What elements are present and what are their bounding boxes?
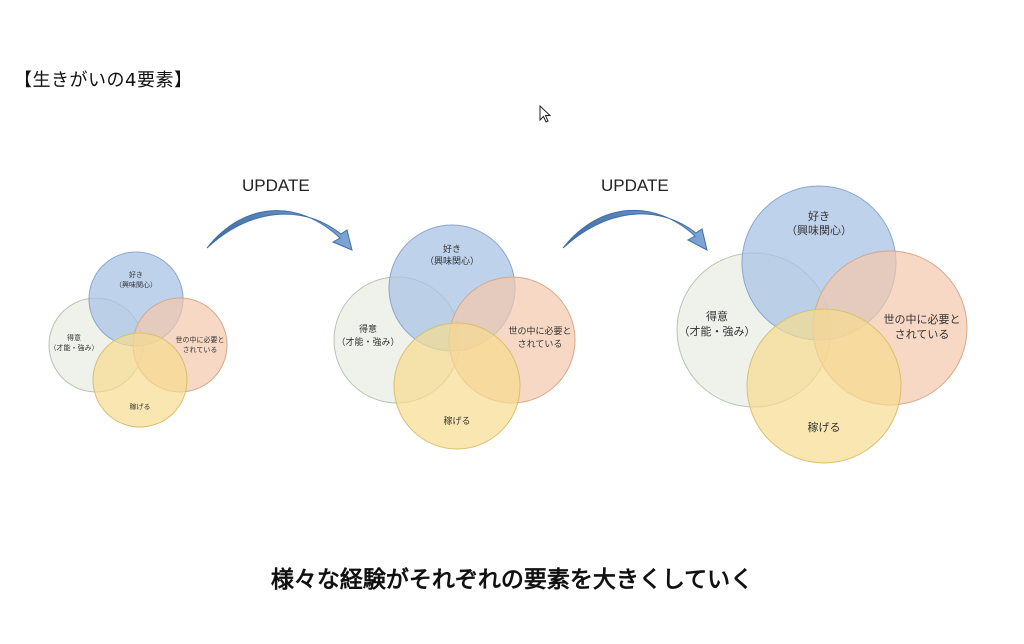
label-earn: 稼げる	[443, 415, 470, 427]
label-needed-1: 世の中に必要と	[176, 335, 225, 344]
circle-earn	[393, 322, 521, 450]
label-like-1: 好き	[129, 270, 143, 279]
page-title: 【生きがいの4要素】	[14, 70, 193, 91]
label-earn: 稼げる	[808, 420, 841, 434]
label-good-at-1: 得意	[359, 323, 377, 335]
label-earn: 稼げる	[130, 402, 151, 411]
label-like-2: （興味関心）	[786, 224, 852, 237]
label-needed-1: 世の中に必要と	[884, 313, 961, 326]
label-needed-2: されている	[183, 346, 218, 354]
venn-small: 好き （興味関心） 得意 （才能・強み） 世の中に必要と されている 稼げる	[48, 251, 228, 428]
label-needed-2: されている	[518, 339, 563, 350]
label-like-1: 好き	[808, 209, 830, 223]
label-good-at-1: 得意	[67, 333, 81, 342]
label-good-at-1: 得意	[706, 309, 728, 323]
venn-large: 好き （興味関心） 得意 （才能・強み） 世の中に必要と されている 稼げる	[676, 185, 968, 464]
curved-arrow-icon	[562, 209, 708, 251]
label-like-1: 好き	[443, 243, 461, 255]
caption: 様々な経験がそれぞれの要素を大きくしていく	[270, 567, 754, 593]
label-like-2: （興味関心）	[425, 255, 479, 267]
mouse-pointer-icon	[539, 105, 552, 123]
label-good-at-2: （才能・強み）	[50, 343, 99, 352]
label-needed-1: 世の中に必要と	[508, 325, 571, 337]
label-like-2: （興味関心）	[115, 280, 157, 289]
circle-earn	[92, 332, 188, 428]
update-label-2: UPDATE	[601, 176, 669, 195]
update-label-1: UPDATE	[242, 176, 310, 195]
label-needed-2: されている	[895, 328, 950, 341]
circle-earn	[746, 308, 902, 464]
curved-arrow-icon	[206, 210, 353, 251]
label-good-at-2: （才能・強み）	[679, 324, 756, 338]
venn-medium: 好き （興味関心） 得意 （才能・強み） 世の中に必要と されている 稼げる	[333, 224, 576, 450]
label-good-at-2: （才能・強み）	[336, 336, 399, 348]
